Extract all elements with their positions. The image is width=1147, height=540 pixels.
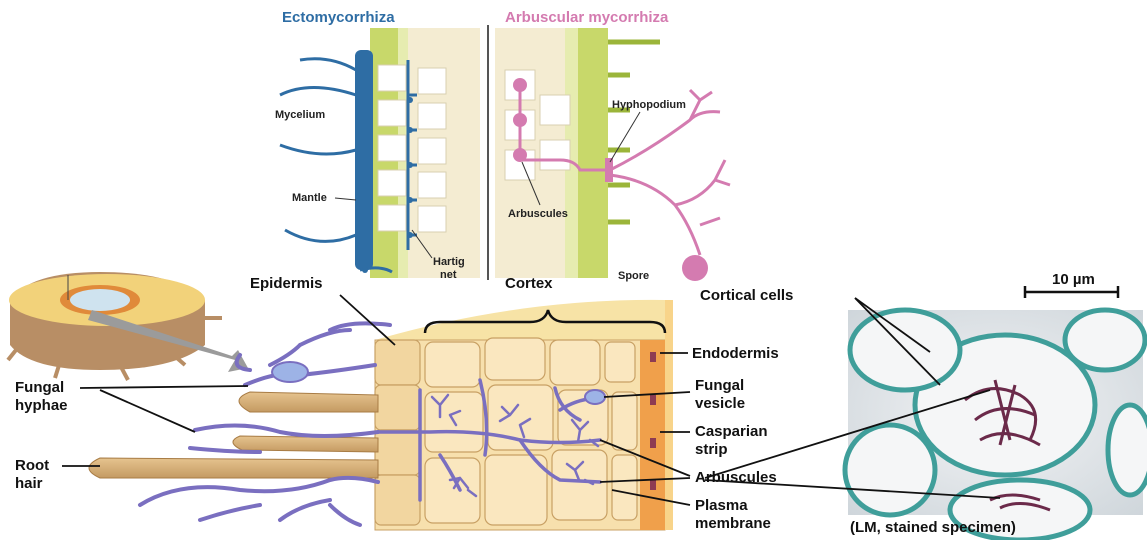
micrograph-caption: (LM, stained specimen) <box>850 519 1016 536</box>
fungal-hyphae-label-1: Fungal <box>15 379 64 396</box>
scale-bar-label: 10 µm <box>1052 271 1095 288</box>
arbuscules-top-label: Arbuscules <box>508 208 568 220</box>
fungal-vesicle-label-1: Fungal <box>695 377 744 394</box>
top-panel: Ectomycorrhiza Arbuscular mycorrhiza Myc… <box>275 9 730 282</box>
hartig-label-1: Hartig <box>433 256 465 268</box>
plasma-membrane-label-1: Plasma <box>695 497 748 514</box>
hyphopodium-label: Hyphopodium <box>612 99 686 111</box>
arb-root-hairs <box>608 42 660 222</box>
fungal-hyphae-label-2: hyphae <box>15 397 68 414</box>
root-hair-label-2: hair <box>15 475 43 492</box>
outer-vesicle <box>272 362 308 382</box>
casparian-label-2: strip <box>695 441 728 458</box>
plasma-membrane-label-2: membrane <box>695 515 771 532</box>
cortex-label: Cortex <box>505 275 553 292</box>
endodermis-label: Endodermis <box>692 345 779 362</box>
mantle-label: Mantle <box>292 192 327 204</box>
epidermis-label: Epidermis <box>250 275 323 292</box>
hyphopodium-shape <box>605 158 613 182</box>
micrograph: 10 µm Cortical cells (LM, stained specim… <box>700 271 1147 540</box>
spore-shape <box>682 255 708 281</box>
fungal-vesicle-label-2: vesicle <box>695 395 745 412</box>
mycelium-label: Mycelium <box>275 109 325 121</box>
arb-root-stele <box>578 28 608 278</box>
ecto-title: Ectomycorrhiza <box>282 9 395 26</box>
fungal-vesicle-shape <box>585 390 605 404</box>
cortical-cells-label: Cortical cells <box>700 287 793 304</box>
hartig-label-2: net <box>440 269 457 281</box>
ecto-mantle <box>355 50 373 270</box>
spore-label: Spore <box>618 270 649 282</box>
arb-title: Arbuscular mycorrhiza <box>505 9 669 26</box>
casparian-label-1: Casparian <box>695 423 768 440</box>
root-cross-section-icon <box>8 272 248 380</box>
root-hair-label-1: Root <box>15 457 49 474</box>
